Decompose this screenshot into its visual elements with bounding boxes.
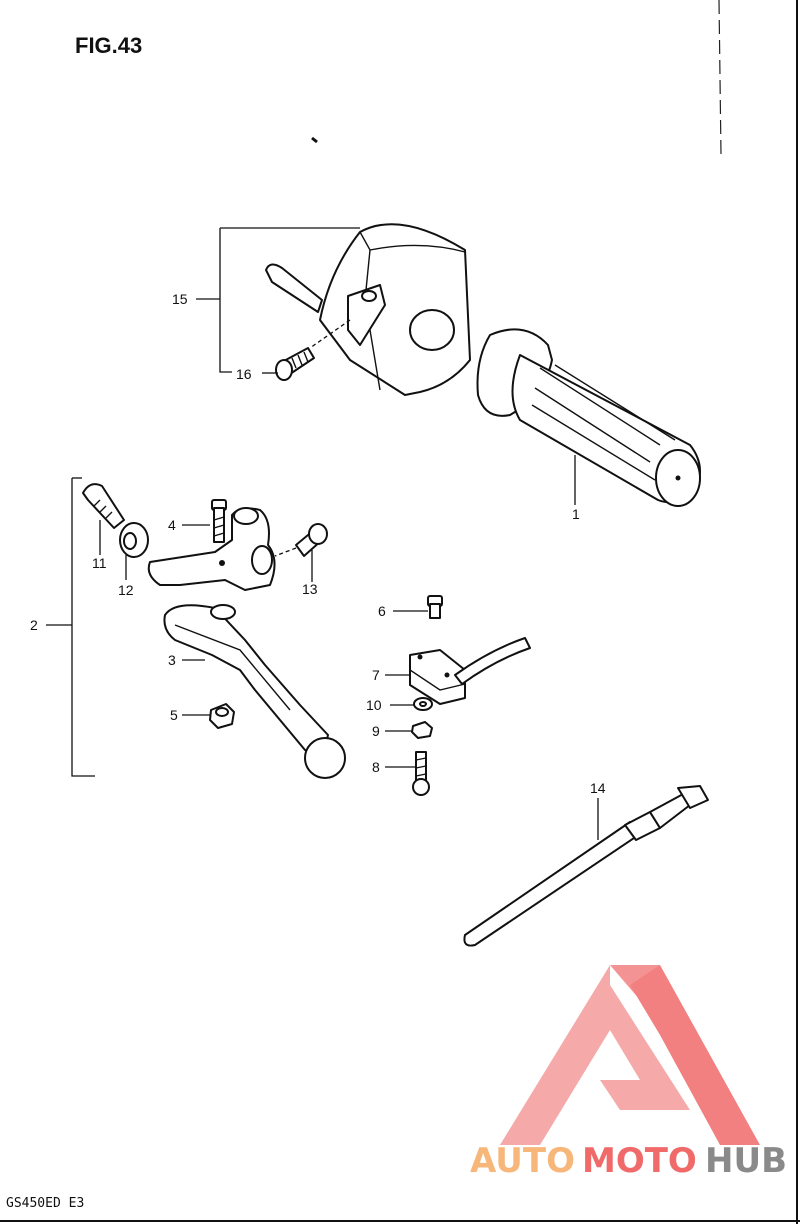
label-part-8: 8 (372, 759, 380, 775)
lever-holder (147, 507, 276, 591)
label-part-5: 5 (170, 707, 178, 723)
right-edge-line (718, 0, 722, 156)
nut-5 (209, 703, 235, 729)
label-part-16: 16 (236, 366, 252, 382)
screw-8 (412, 751, 430, 796)
housing-screw (275, 347, 315, 381)
handlebar-grip (476, 328, 701, 507)
leader-lines (46, 227, 599, 840)
switch-housing (265, 223, 471, 396)
nut-9 (411, 721, 433, 739)
label-part-2: 2 (30, 617, 38, 633)
label-part-10: 10 (366, 697, 382, 713)
figure-title: FIG.43 (75, 33, 142, 58)
model-code: GS450ED E3 (6, 1196, 84, 1211)
label-part-3: 3 (168, 652, 176, 668)
bolt-11 (82, 483, 125, 529)
watermark-text-moto: MOTO (582, 1141, 697, 1181)
watermark-text-hub: HUB (705, 1141, 787, 1181)
screw-13 (274, 523, 328, 557)
label-part-11: 11 (92, 555, 107, 571)
watermark-text-auto: AUTO (470, 1141, 575, 1181)
cable-tie (463, 785, 709, 947)
label-part-6: 6 (378, 603, 386, 619)
label-part-15: 15 (172, 291, 188, 307)
label-part-4: 4 (168, 517, 176, 533)
label-part-14: 14 (590, 780, 606, 796)
label-part-7: 7 (372, 667, 380, 683)
part-6-screw (427, 595, 443, 619)
speck-mark (311, 136, 318, 144)
washer-12 (119, 522, 149, 558)
clutch-lever (163, 604, 346, 779)
label-part-13: 13 (302, 581, 318, 597)
label-part-9: 9 (372, 723, 380, 739)
bolt-4 (211, 499, 227, 543)
label-part-12: 12 (118, 582, 134, 598)
switch-7 (409, 637, 531, 705)
watermark-logo: AUTO MOTO HUB (470, 965, 787, 1181)
label-part-1: 1 (572, 506, 580, 522)
washer-10 (413, 697, 433, 711)
